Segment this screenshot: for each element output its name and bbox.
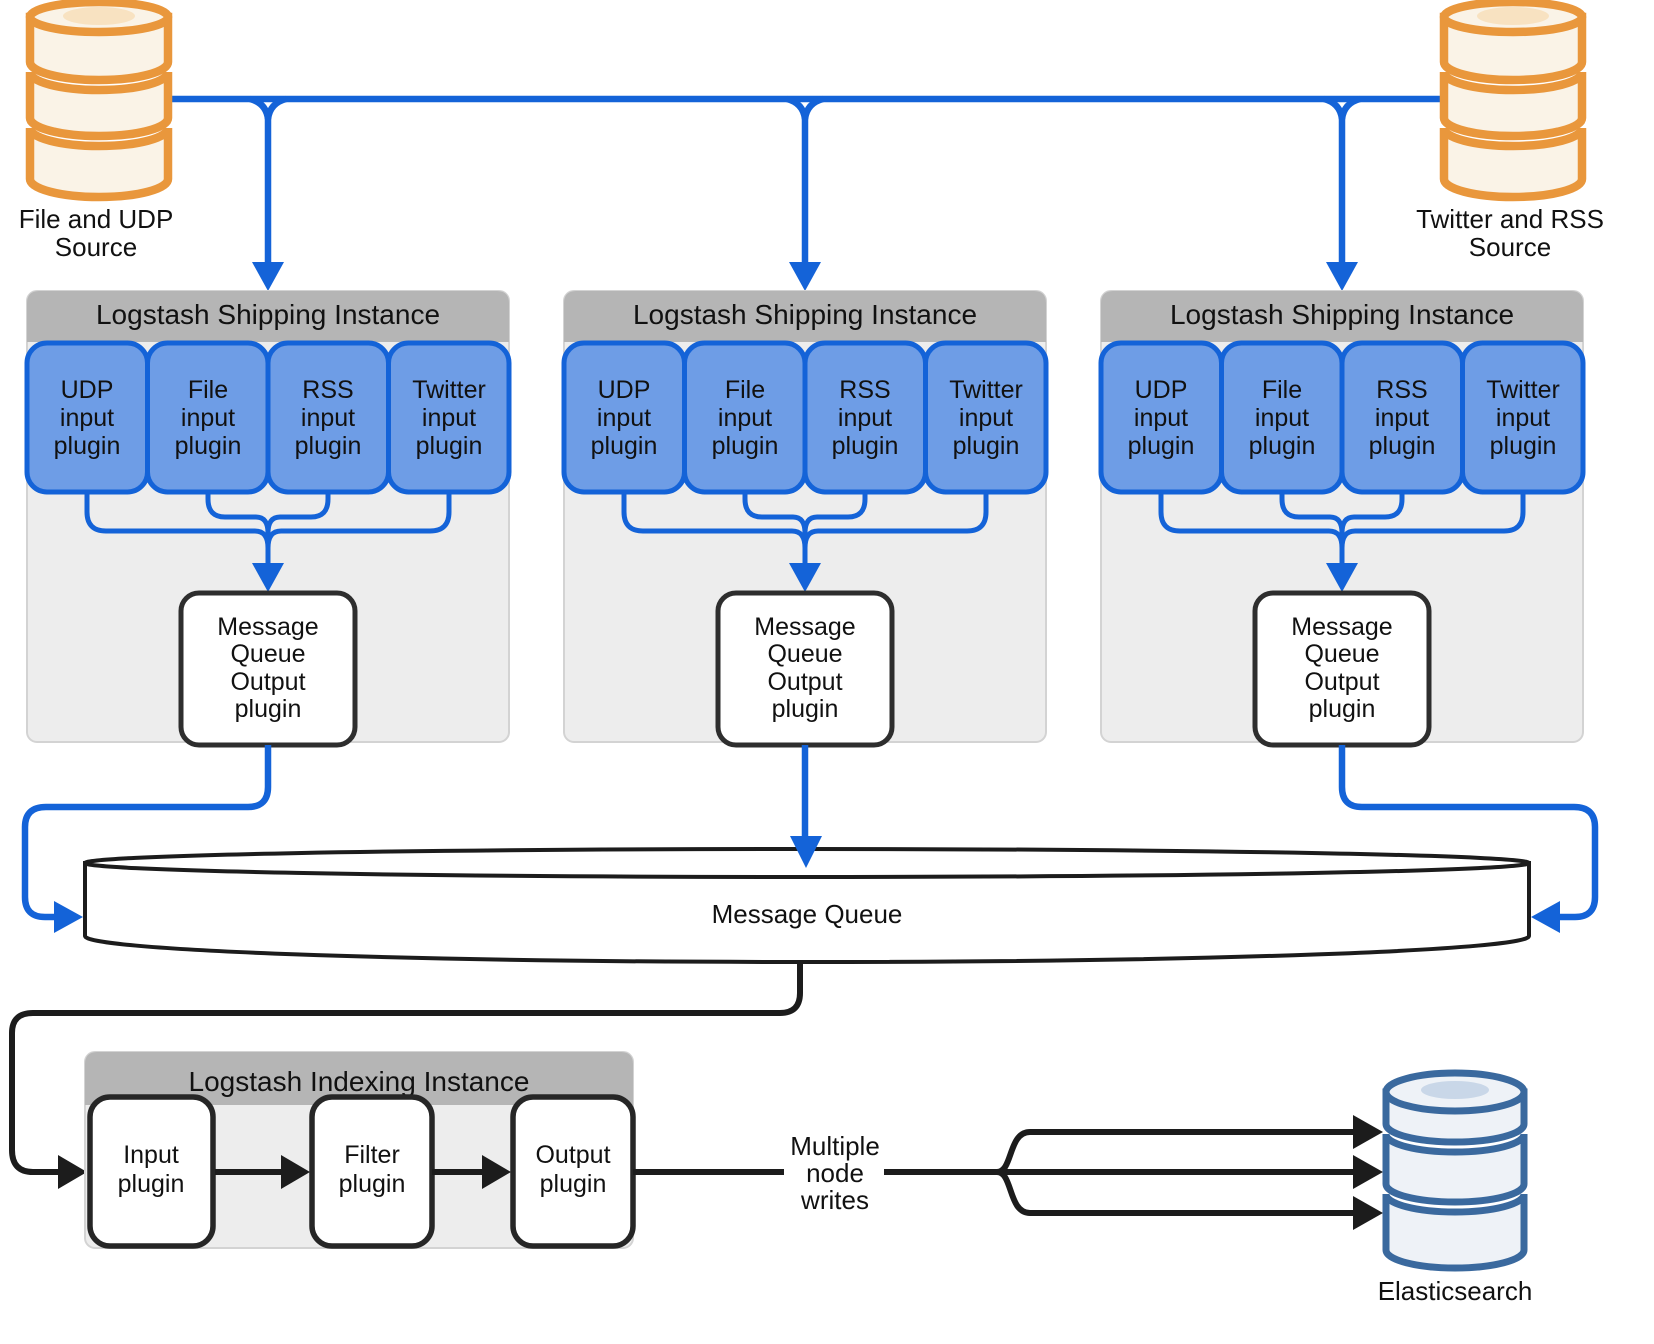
elasticsearch-label: Elasticsearch [1378, 1276, 1533, 1306]
file-plugin-label-l2: input [181, 404, 235, 432]
source-left-label: File and UDP [19, 204, 174, 234]
source-left-label-line2: Source [55, 232, 137, 262]
mq-output-label-l3: Output [230, 668, 305, 696]
input-plugin-label: Input [123, 1141, 179, 1169]
twitter-plugin-label-l3: plugin [416, 432, 483, 460]
queue-arrowhead-right [1531, 901, 1560, 933]
shipping1-to-queue-line [21, 745, 272, 921]
logstash-shipping-instance-2 [564, 291, 1046, 745]
logstash-shipping-instance-3 [1101, 291, 1583, 745]
input-plugin-box [87, 1094, 216, 1249]
udp-plugin-label-l2: input [60, 404, 114, 432]
es-arrowhead-top [1353, 1115, 1383, 1149]
shipping3-to-queue-line [1338, 745, 1599, 921]
indexing-panel-header [85, 1052, 633, 1105]
database-cylinder-icon-right [1444, 2, 1582, 197]
twitter-plugin-label: Twitter [412, 376, 486, 404]
file-plugin-label-l3: plugin [175, 432, 242, 460]
rss-plugin-label-l3: plugin [295, 432, 362, 460]
input-to-filter-arrowhead [281, 1155, 310, 1189]
input-plugin-label-l2: plugin [118, 1170, 185, 1198]
filter-plugin-label: Filter [344, 1141, 400, 1169]
output-plugin-label: Output [535, 1141, 610, 1169]
elasticsearch-cylinder [1382, 1069, 1528, 1272]
output-plugin-label-l2: plugin [540, 1170, 607, 1198]
multiple-node-writes-label-l2: node [806, 1158, 864, 1188]
udp-plugin-label: UDP [61, 376, 114, 404]
indexing-title: Logstash Indexing Instance [189, 1066, 530, 1097]
message-queue-label: Message Queue [712, 899, 903, 929]
logstash-indexing-instance: Logstash Indexing Instance Input plugin … [84, 1051, 636, 1249]
es-arrowhead-middle [1353, 1155, 1383, 1189]
file-plugin-label: File [188, 376, 228, 404]
multiple-node-writes-connector [633, 1115, 1383, 1230]
queue-arrowhead-left [54, 901, 83, 933]
shipping-title: Logstash Shipping Instance [96, 299, 440, 330]
source-to-shipping-arrow [249, 95, 287, 291]
plugin-merge-connectors [84, 492, 452, 592]
mq-output-label-l4: plugin [235, 695, 302, 723]
mq-output-label-l2: Queue [230, 640, 305, 668]
logstash-shipping-instance: Logstash Shipping Instance UDP input plu… [24, 290, 512, 748]
rss-plugin-label-l2: input [301, 404, 355, 432]
shipping-panel-header [27, 291, 509, 342]
indexing-input-arrowhead [58, 1155, 87, 1189]
database-cylinder-icon [25, 0, 173, 202]
twitter-plugin-label-l2: input [422, 404, 476, 432]
queue-arrowhead-top [790, 836, 822, 868]
filter-to-output-arrowhead [482, 1155, 511, 1189]
rss-plugin-label: RSS [302, 376, 353, 404]
source-to-shipping-arrow-2 [787, 99, 823, 291]
source-right-label: Twitter and RSS [1416, 204, 1604, 234]
source-right-label-line2: Source [1469, 232, 1551, 262]
annotation-backdrop [784, 1159, 884, 1186]
filter-plugin-label-l2: plugin [339, 1170, 406, 1198]
source-to-shipping-arrow-3 [1324, 99, 1360, 291]
es-arrowhead-bottom [1353, 1196, 1383, 1230]
queue-to-indexing-line [9, 962, 803, 1175]
multiple-node-writes-label-l3: writes [800, 1185, 869, 1215]
udp-plugin-label-l3: plugin [54, 432, 121, 460]
multiple-node-writes-label: Multiple [790, 1131, 880, 1161]
mq-output-label: Message [217, 613, 318, 641]
